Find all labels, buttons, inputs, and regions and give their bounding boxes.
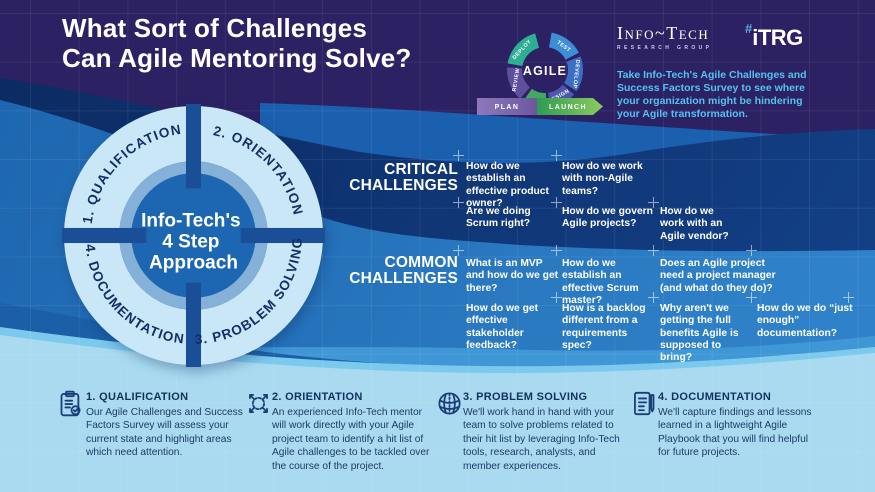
infotech-logo-subtitle: RESEARCH GROUP xyxy=(617,45,713,51)
itrg-logo: #iTRG xyxy=(745,21,803,51)
infotech-logo: Info~Tech RESEARCH GROUP xyxy=(617,23,712,51)
launch-banner-label: LAUNCH xyxy=(549,104,587,111)
wheel-dividers xyxy=(62,104,325,367)
clipboard-check-icon xyxy=(57,390,84,422)
common-question: Does an Agile project need a project man… xyxy=(660,258,776,294)
common-challenges-label: COMMON CHALLENGES xyxy=(349,254,458,287)
step-heading: 1. QUALIFICATION xyxy=(86,391,189,403)
critical-question: How do we establish an effective product… xyxy=(466,161,549,210)
page-title: What Sort of Challenges Can Agile Mentor… xyxy=(62,13,411,74)
common-question: How do we do “just enough” documentation… xyxy=(757,303,853,339)
cycle-step-develop: DEVELOP xyxy=(571,59,580,88)
common-question: How do we establish an effective Scrum m… xyxy=(562,258,639,307)
step-documentation: 4. DOCUMENTATION We'll capture findings … xyxy=(658,391,820,460)
launch-banner xyxy=(537,98,603,115)
agile-cycle-diagram: TEST DEVELOP DESIGN REVIEW DEPLOY AGILE … xyxy=(477,32,603,115)
step-heading: 2. ORIENTATION xyxy=(272,391,363,403)
page-title-line2: Can Agile Mentoring Solve? xyxy=(62,43,412,74)
expand-arrows-icon xyxy=(245,390,272,422)
critical-question: How do we govern Agile projects? xyxy=(562,206,653,230)
common-question: Why aren't we getting the full benefits … xyxy=(660,303,739,364)
step-body: An experienced Info-Tech mentor will wor… xyxy=(272,407,430,472)
step-orientation: 2. ORIENTATION An experienced Info-Tech … xyxy=(272,391,434,473)
step-body: We'll work hand in hand with your team t… xyxy=(463,407,620,472)
step-body: Our Agile Challenges and Success Factors… xyxy=(86,407,243,459)
critical-question: How do we work with an Agile vendor? xyxy=(660,206,729,242)
common-question: What is an MVP and how do we get there? xyxy=(466,258,559,294)
step-heading: 3. PROBLEM SOLVING xyxy=(463,391,588,403)
step-heading: 4. DOCUMENTATION xyxy=(658,391,772,403)
critical-question: Are we doing Scrum right? xyxy=(466,206,531,230)
itrg-logo-text: iTRG xyxy=(752,25,803,50)
step-body: We'll capture findings and lessons learn… xyxy=(658,407,812,459)
itrg-hash-icon: # xyxy=(745,21,753,36)
step-problem-solving: 3. PROBLEM SOLVING We'll work hand in ha… xyxy=(463,391,625,473)
common-question: How is a backlog different from a requir… xyxy=(562,303,646,352)
infotech-logo-name: Info~Tech xyxy=(617,23,710,43)
wheel-center-disc xyxy=(131,173,256,298)
critical-question: How do we work with non-Agile teams? xyxy=(562,161,643,197)
step-qualification: 1. QUALIFICATION Our Agile Challenges an… xyxy=(86,391,248,460)
plan-banner xyxy=(477,98,549,115)
cycle-center-label: AGILE xyxy=(523,64,567,78)
survey-cta-text: Take Info-Tech's Agile Challenges and Su… xyxy=(617,69,807,121)
page-title-line1: What Sort of Challenges xyxy=(62,13,368,43)
brain-network-icon xyxy=(436,390,463,422)
document-pen-icon xyxy=(631,390,658,422)
cycle-step-review: REVIEW xyxy=(512,68,522,93)
common-question: How do we get effective stakeholder feed… xyxy=(466,303,539,352)
four-step-approach-wheel: 1. QUALIFICATION 2. ORIENTATION 4. DOCUM… xyxy=(62,104,325,367)
critical-challenges-label: CRITICAL CHALLENGES xyxy=(349,161,458,194)
plan-banner-label: PLAN xyxy=(495,104,520,111)
wheel-center-text: Info-Tech's 4 Step Approach xyxy=(141,210,246,273)
